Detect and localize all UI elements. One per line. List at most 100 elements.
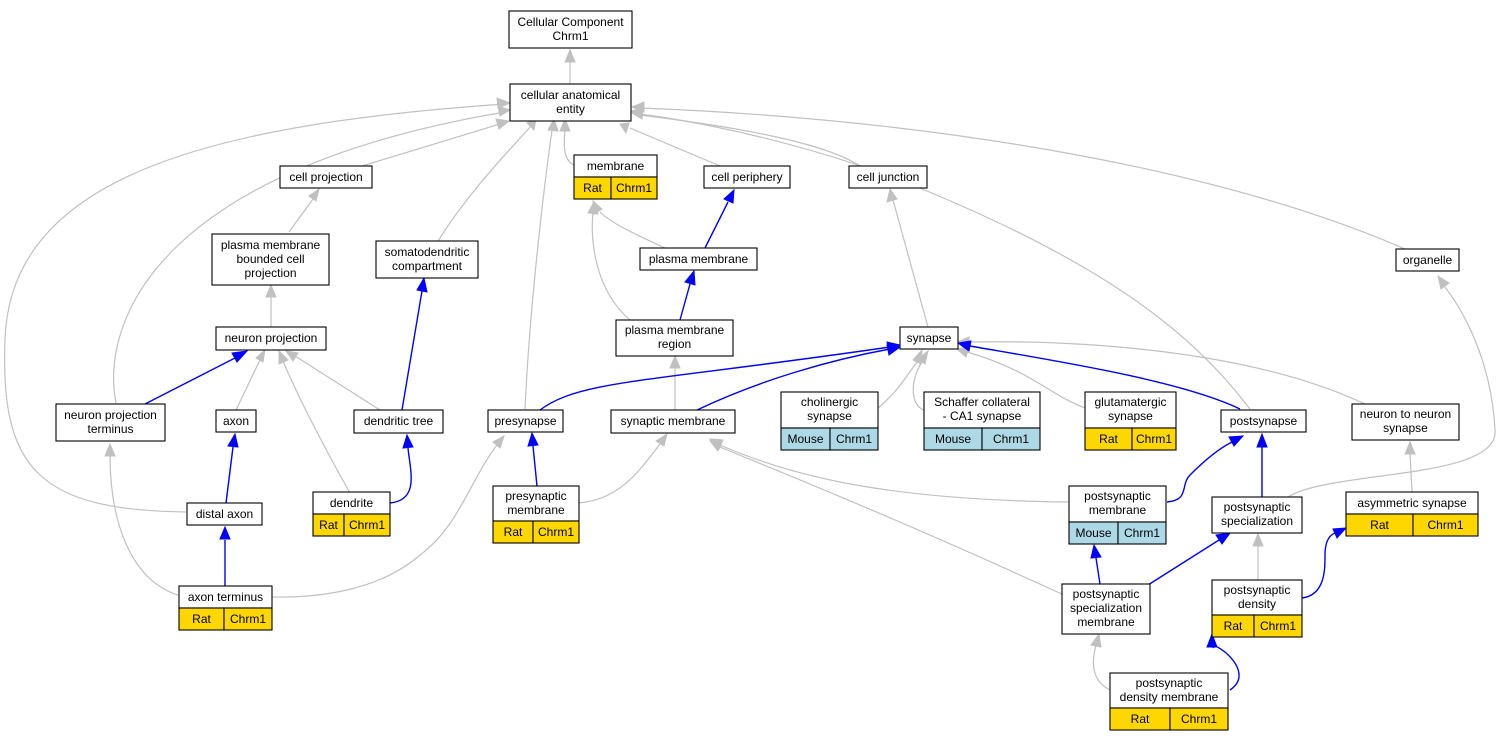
edge-npterm-cae	[113, 111, 506, 404]
node-axon[interactable]: axon	[215, 409, 257, 433]
node-neuron-projection[interactable]: neuron projection	[215, 326, 327, 351]
node-postsynaptic-density-membrane[interactable]: postsynaptic density membrane Rat Chrm1	[1109, 672, 1229, 731]
node-label-line: membrane	[1077, 615, 1135, 629]
node-distal-axon[interactable]: distal axon	[186, 502, 263, 526]
edge-cellproj-cae	[361, 123, 501, 167]
annotation-gene: Chrm1	[230, 612, 266, 626]
edge-cholin-synapse	[877, 360, 919, 409]
node-label-line: entity	[556, 102, 585, 116]
node-plasma-membrane[interactable]: plasma membrane	[639, 247, 758, 271]
edge-postsyn-synapse	[969, 345, 1241, 410]
node-label-line: density	[1238, 597, 1276, 611]
edge-pssm-synmem	[719, 446, 1065, 596]
node-label-line: organelle	[1403, 253, 1453, 267]
node-postsynaptic-density[interactable]: postsynaptic density Rat Chrm1	[1211, 579, 1303, 638]
node-label-line: postsynaptic	[1224, 500, 1291, 514]
edge-organelle-cae	[639, 107, 1406, 250]
node-label-line: presynaptic	[505, 489, 566, 503]
node-label-line: specialization	[1070, 601, 1142, 615]
edge-npterm-neuronproj	[144, 357, 236, 405]
node-somatodendritic-compartment[interactable]: somatodendritic compartment	[375, 240, 479, 279]
annotation-species: Rat	[1099, 432, 1118, 446]
node-label-line: plasma membrane	[221, 238, 321, 252]
edge-pssm-postspec	[1147, 539, 1220, 586]
node-cellular-component[interactable]: Cellular Component Chrm1	[508, 10, 633, 49]
edge-presynmem-presyn	[532, 445, 538, 487]
node-dendritic-tree[interactable]: dendritic tree	[353, 409, 444, 434]
node-axon-terminus[interactable]: axon terminus Rat Chrm1	[178, 585, 273, 631]
node-synaptic-membrane[interactable]: synaptic membrane	[610, 409, 736, 434]
node-presynapse[interactable]: presynapse	[487, 409, 564, 433]
node-dendrite[interactable]: dendrite Rat Chrm1	[312, 491, 391, 537]
node-plasma-membrane-region[interactable]: plasma membrane region	[615, 319, 734, 357]
annotation-species: Rat	[192, 612, 211, 626]
annotation-species: Mouse	[787, 432, 823, 446]
node-label-line: plasma membrane	[625, 323, 725, 337]
annotation-gene: Chrm1	[836, 432, 872, 446]
node-postsynaptic-membrane[interactable]: postsynaptic membrane Mouse Chrm1	[1068, 485, 1167, 545]
annotation-gene: Chrm1	[616, 181, 652, 195]
node-asymmetric-synapse[interactable]: asymmetric synapse Rat Chrm1	[1345, 491, 1479, 537]
node-label-line: cholinergic	[801, 395, 858, 409]
edge-axon-neuronproj	[235, 359, 261, 411]
edges	[3, 48, 1496, 691]
edge-dendrite-dendtree	[389, 447, 412, 504]
node-schaffer-collateral-ca1-synapse[interactable]: Schaffer collateral - CA1 synapse Mouse …	[923, 391, 1041, 451]
node-presynaptic-membrane[interactable]: presynaptic membrane Rat Chrm1	[492, 485, 580, 544]
node-label-line: axon terminus	[188, 590, 263, 604]
edge-pm-membrane	[599, 211, 666, 249]
edge-distal-cae	[3, 103, 506, 513]
node-label-line: synapse	[1108, 409, 1153, 423]
edge-pmbcp-cellproj	[288, 198, 314, 233]
node-cellular-anatomical-entity[interactable]: cellular anatomical entity	[509, 83, 632, 122]
node-cell-projection[interactable]: cell projection	[279, 165, 373, 189]
node-cell-periphery[interactable]: cell periphery	[703, 165, 791, 189]
edge-postsynmem-synmem	[719, 444, 1069, 503]
edge-presyn-cae	[524, 129, 553, 410]
node-glutamatergic-synapse[interactable]: glutamatergic synapse Rat Chrm1	[1084, 391, 1177, 451]
node-label-line: axon	[223, 414, 249, 428]
node-label-line: Chrm1	[552, 29, 588, 43]
node-neuron-projection-terminus[interactable]: neuron projection terminus	[55, 403, 166, 442]
node-label-line: plasma membrane	[649, 252, 749, 266]
annotation-species: Rat	[319, 518, 338, 532]
node-label-line: neuron projection	[225, 331, 318, 345]
edge-n2n-synapse	[967, 341, 1366, 405]
node-cell-junction[interactable]: cell junction	[848, 165, 928, 189]
node-postsynaptic-specialization-membrane[interactable]: postsynaptic specialization membrane	[1061, 583, 1151, 635]
node-organelle[interactable]: organelle	[1395, 248, 1460, 272]
node-label-line: somatodendritic	[385, 245, 470, 259]
node-label-line: density membrane	[1120, 690, 1219, 704]
annotation-species: Rat	[1224, 619, 1243, 633]
edge-presyn-synapse	[539, 346, 891, 411]
node-label-line: Cellular Component	[517, 15, 624, 29]
edge-postsyn-cae	[639, 113, 1251, 410]
node-membrane[interactable]: membrane Rat Chrm1	[573, 154, 658, 200]
annotation-species: Rat	[1370, 518, 1389, 532]
node-cholinergic-synapse[interactable]: cholinergic synapse Mouse Chrm1	[780, 391, 879, 451]
edge-distal-axon	[225, 446, 234, 504]
annotation-gene: Chrm1	[1427, 518, 1463, 532]
edge-psd-asym	[1301, 532, 1336, 599]
node-label-line: dendrite	[330, 496, 374, 510]
edge-glut-synapse	[966, 351, 1086, 409]
edge-asym-n2n	[1409, 452, 1413, 493]
node-postsynapse[interactable]: postsynapse	[1220, 409, 1307, 433]
annotation-species: Rat	[504, 525, 523, 539]
edge-synapse-junction	[892, 199, 929, 328]
node-label-line: cell projection	[289, 170, 362, 184]
node-plasma-membrane-bounded-cell-projection[interactable]: plasma membrane bounded cell projection	[211, 233, 330, 286]
edge-pmregion-membrane	[591, 212, 631, 321]
node-label-line: synapse	[907, 331, 952, 345]
annotation-gene: Chrm1	[538, 525, 574, 539]
node-label-line: terminus	[87, 422, 133, 436]
edge-presynmem-synmem	[577, 443, 661, 504]
node-label-line: presynapse	[494, 414, 556, 428]
node-postsynaptic-specialization[interactable]: postsynaptic specialization	[1211, 496, 1303, 534]
node-neuron-to-neuron-synapse[interactable]: neuron to neuron synapse	[1351, 403, 1460, 441]
node-label-line: region	[658, 337, 691, 351]
annotation-species: Rat	[1131, 712, 1150, 726]
edge-schaffer-synapse	[912, 361, 925, 411]
node-label-line: compartment	[392, 259, 463, 273]
node-synapse[interactable]: synapse	[899, 326, 959, 350]
